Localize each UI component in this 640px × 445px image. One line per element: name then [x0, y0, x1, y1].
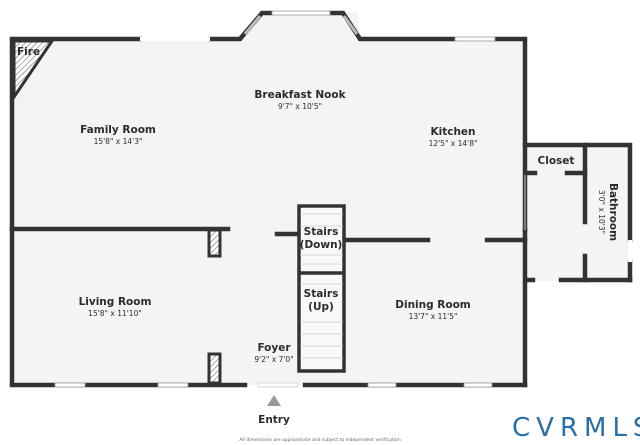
pillar	[207, 228, 222, 258]
bathroom-dims: 3'0" x 10'3"	[597, 190, 606, 234]
kitchen-name: Kitchen	[430, 126, 475, 138]
stairs-up-name: Stairs	[304, 288, 339, 300]
staircase	[297, 204, 346, 373]
foyer-name: Foyer	[257, 342, 291, 354]
family-room-dims: 15'8" x 14'3"	[94, 137, 143, 146]
fireplace-label: Fire	[17, 46, 40, 58]
kitchen-dims: 12'5" x 14'8"	[429, 139, 478, 148]
bay-window-left	[243, 15, 262, 35]
stairs-up-sub: (Up)	[308, 301, 334, 313]
stairs-down-name: Stairs	[304, 226, 339, 238]
family-room-name: Family Room	[80, 124, 156, 136]
entry-arrow-icon	[267, 395, 281, 406]
pillar	[207, 352, 222, 385]
foyer-dims: 9'2" x 7'0"	[254, 355, 293, 364]
main-floor	[12, 12, 525, 385]
dining-room-name: Dining Room	[395, 299, 471, 311]
breakfast-nook-dims: 9'7" x 10'5"	[278, 102, 322, 111]
entry-label: Entry	[258, 414, 290, 426]
stairs-down-sub: (Down)	[300, 239, 343, 251]
closet-bath-floor	[525, 145, 630, 281]
closet-name: Closet	[538, 155, 575, 167]
footer-disclaimer: All dimensions are approximate and subje…	[239, 437, 400, 443]
entry-door[interactable]	[257, 382, 299, 388]
windows	[54, 10, 632, 388]
living-room-dims: 15'8" x 11'10"	[88, 309, 142, 318]
bay-window-right	[342, 15, 359, 35]
breakfast-nook-name: Breakfast Nook	[254, 89, 346, 101]
living-room-name: Living Room	[79, 296, 152, 308]
bathroom-name: Bathroom	[607, 183, 619, 241]
cvrmls-logo: CVRMLS	[512, 413, 640, 443]
dining-room-dims: 13'7" x 11'5"	[409, 312, 458, 321]
fireplace	[12, 39, 55, 102]
